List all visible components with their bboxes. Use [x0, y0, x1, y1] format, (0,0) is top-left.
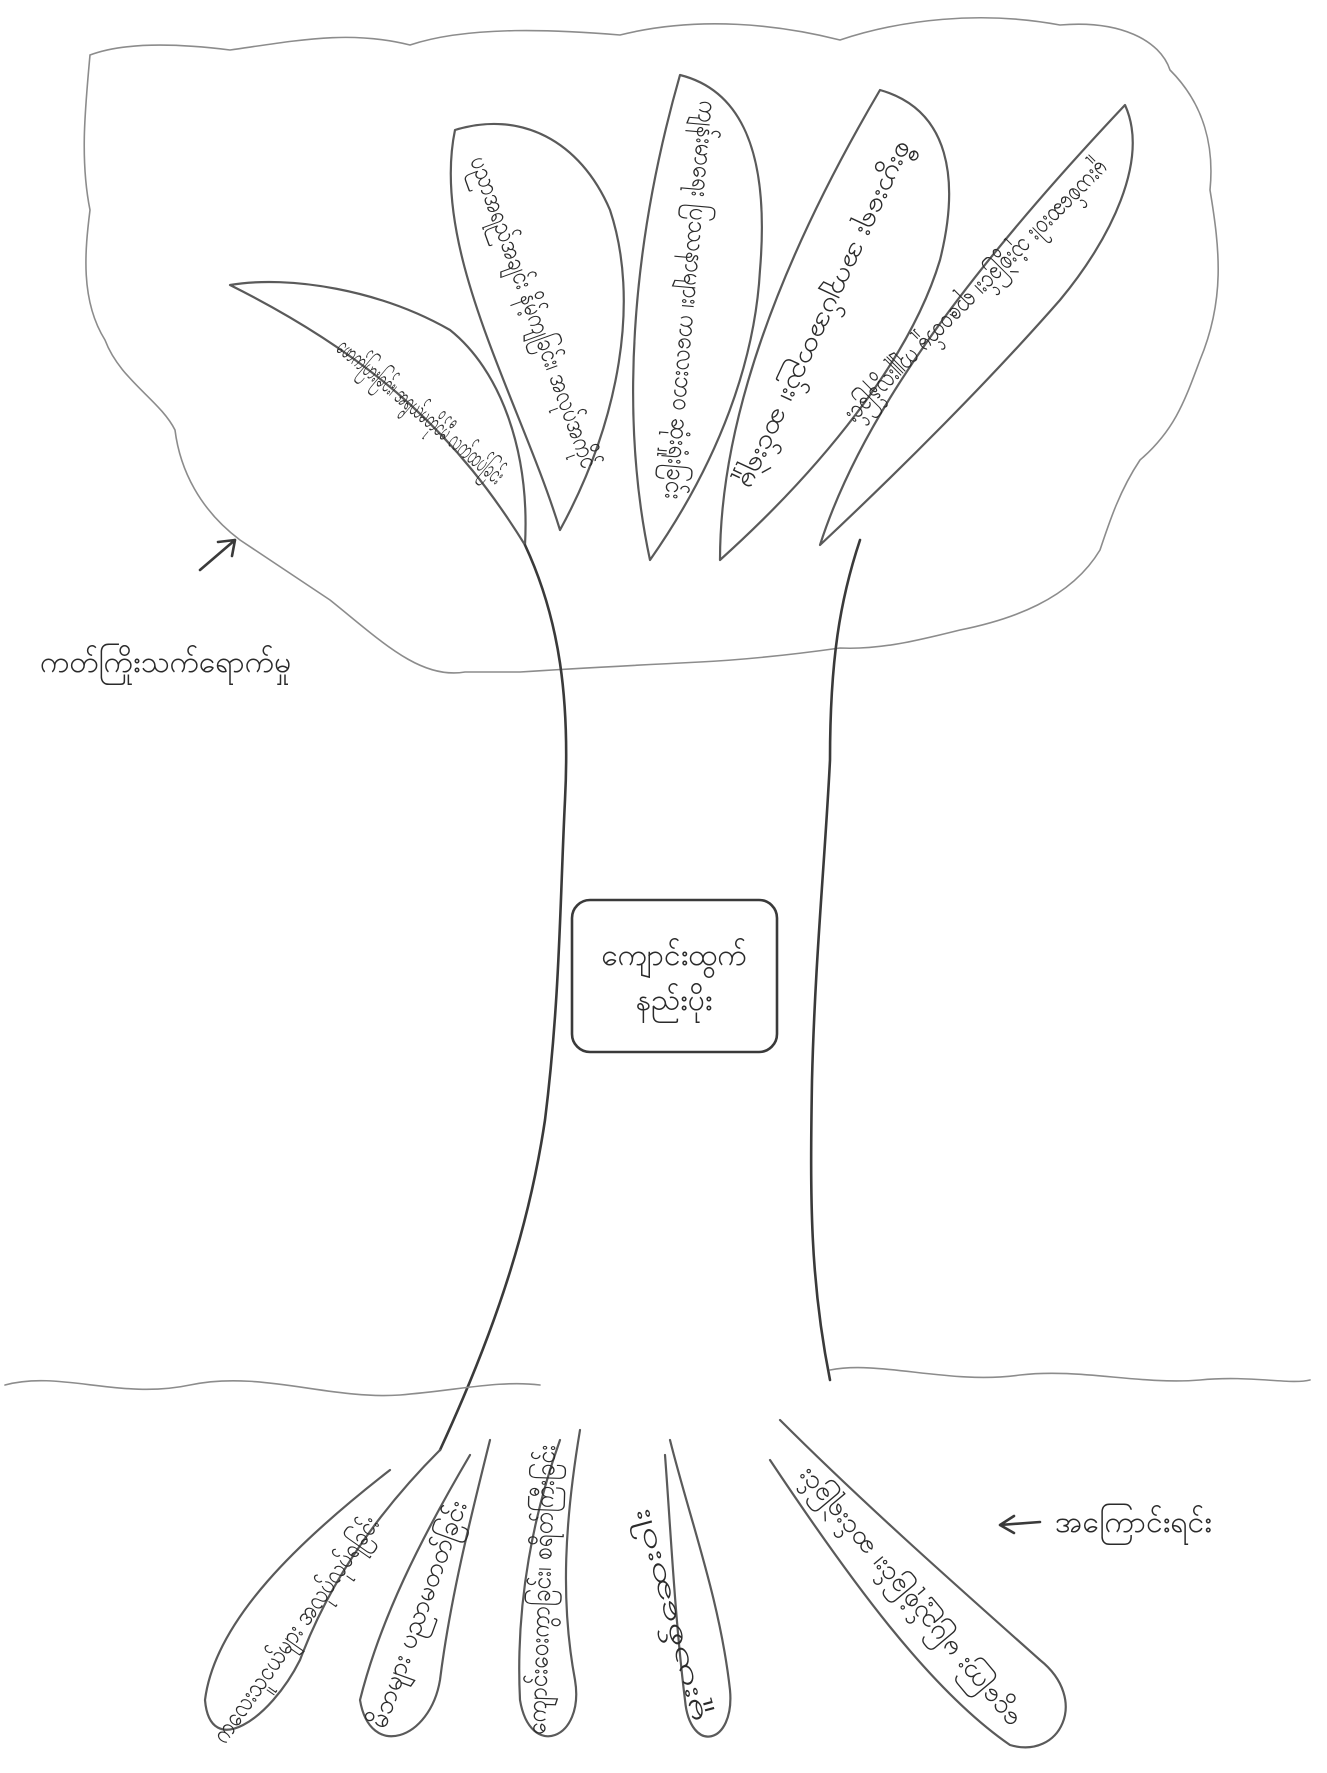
- core-problem-box: [572, 900, 777, 1052]
- trunk-left-edge: [440, 545, 566, 1450]
- effect-text-3: ကျန်းမာရေး ပြဿနာများ၊ ကလေးဘဝ ဆုံးရှုံးခြ…: [653, 99, 726, 501]
- ground-line: [5, 1368, 1310, 1396]
- effects-arrow-icon: [200, 540, 235, 570]
- cause-text-3: ကျောင်းဝေးကွာခြင်း၊ စရိတ်ကြီးခြင်း: [519, 1444, 567, 1735]
- cause-text-5: ငွေကြေး မပြည့်စုံခြင်း၊ ဆင်းရဲခြင်း: [788, 1459, 1029, 1736]
- causes-arrow-icon: [1000, 1516, 1040, 1533]
- effect-text-2: ပညာအရည်အချင်း နိမ့်ကျခြင်း၊ အလုပ်အကိုင်: [459, 151, 608, 474]
- causes-label: အကြောင်းရင်း: [1055, 1503, 1212, 1546]
- effect-text-1: ဖောက်ပြားခြင်း၊ အရွယ်မတိုင်မီ လက်ထပ်ခြင်…: [327, 330, 512, 494]
- trunk-right-edge: [811, 540, 860, 1380]
- core-problem-line-2: နည်းပိုး: [636, 983, 713, 1024]
- effects-label: ကတ်ကြိုးသက်ရောက်မှု: [40, 643, 291, 686]
- canopy-outline: [84, 18, 1218, 673]
- core-problem-line-1: ကျောင်းထွက်: [601, 938, 746, 979]
